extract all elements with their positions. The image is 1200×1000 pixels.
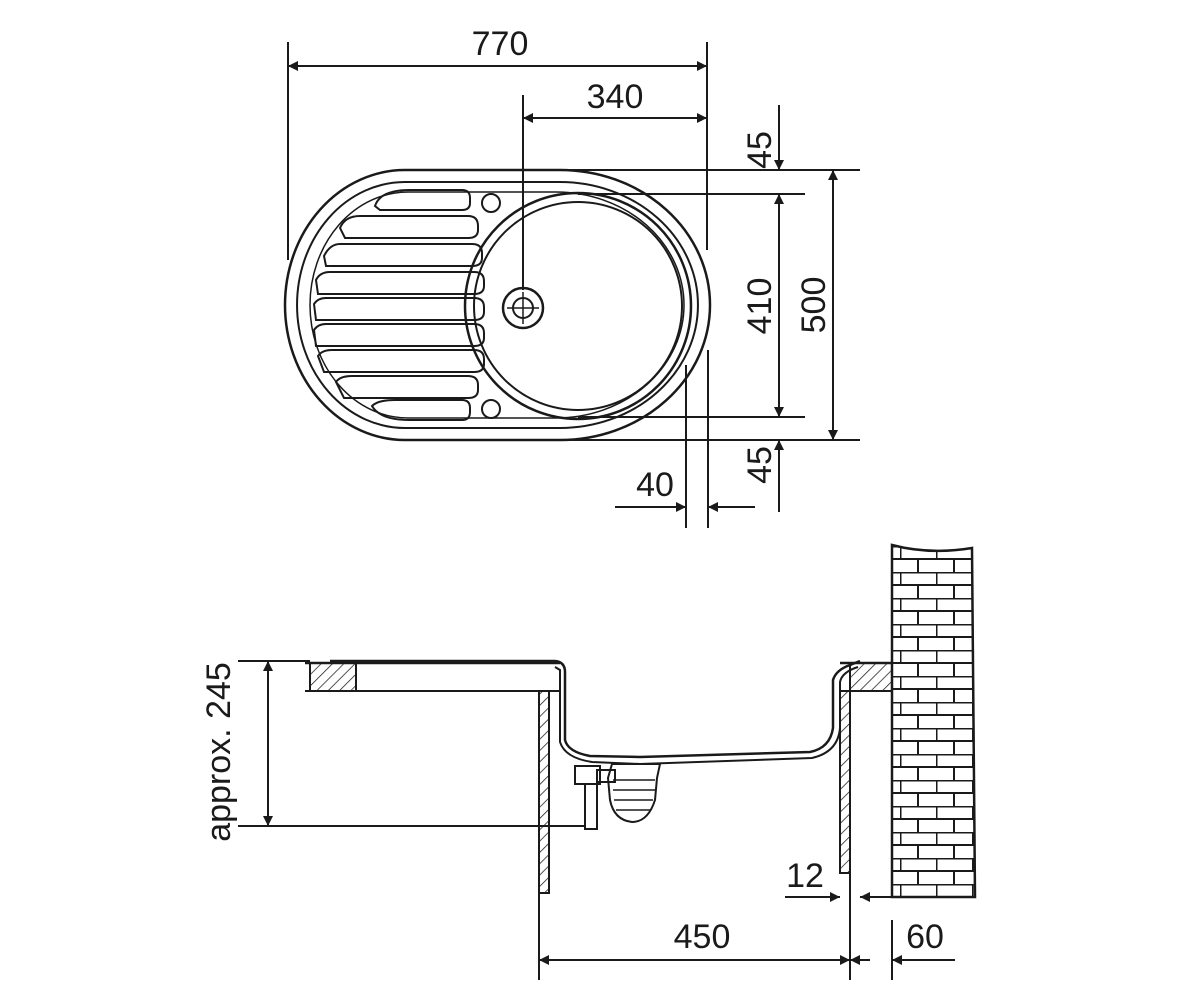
bowl [463, 191, 693, 421]
tap-hole-icon [481, 193, 501, 213]
dim-45-top: 45 [741, 131, 779, 169]
cabinet-side-left [538, 690, 550, 894]
waste-fitting-icon [574, 763, 662, 830]
dim-60: 60 [906, 918, 944, 956]
section-view: approx. 245 12 450 60 [200, 543, 977, 980]
sink-section [330, 659, 861, 766]
dim-770: 770 [472, 25, 529, 63]
dim-410: 410 [741, 278, 779, 335]
worktop-left [305, 661, 560, 692]
dim-12: 12 [786, 857, 824, 895]
drainer-ribs [312, 189, 485, 421]
dim-40: 40 [636, 466, 674, 504]
dim-450: 450 [674, 918, 731, 956]
drain-icon [501, 286, 545, 330]
cabinet-side-right [839, 690, 851, 874]
brick-wall [890, 543, 977, 899]
dim-340: 340 [587, 78, 644, 116]
dim-500: 500 [795, 277, 833, 334]
dim-45-bottom: 45 [741, 446, 779, 484]
overflow-hole-icon [481, 399, 501, 419]
plan-view: 770 340 45 410 500 45 40 [283, 25, 860, 528]
dim-approx-245: approx. 245 [200, 662, 238, 842]
